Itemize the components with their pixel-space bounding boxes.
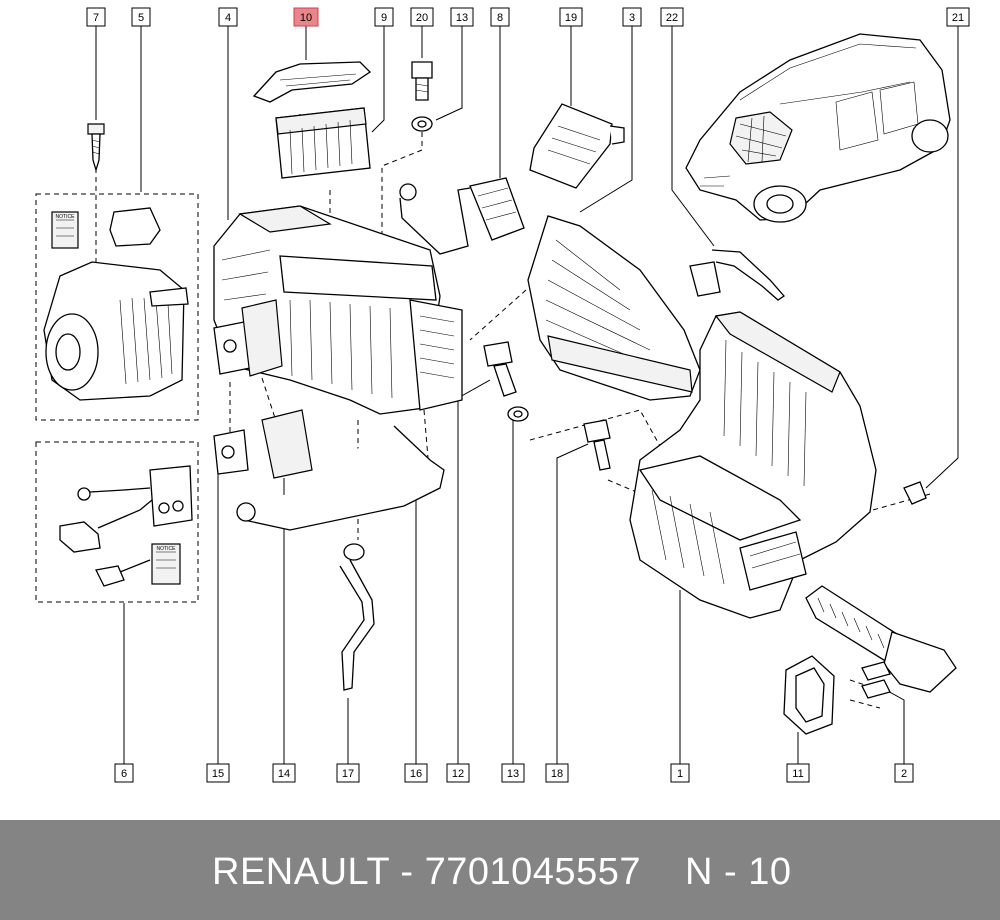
control-module-19 xyxy=(529,103,625,189)
callout-17: 17 xyxy=(336,763,360,783)
callout-13-top: 13 xyxy=(450,7,474,27)
callout-2: 2 xyxy=(894,763,914,783)
callout-labels: 7 5 4 10 9 20 13 8 19 3 22 21 6 15 14 17… xyxy=(86,7,970,783)
blower-motor-5 xyxy=(43,207,189,401)
callout-6: 6 xyxy=(114,763,134,783)
exploded-parts-diagram: 7 5 4 10 9 20 13 8 19 3 22 21 6 15 14 17… xyxy=(35,7,970,783)
bolt-20 xyxy=(411,61,433,101)
svg-text:19: 19 xyxy=(565,12,577,24)
svg-text:12: 12 xyxy=(452,768,464,780)
foam-block-14 xyxy=(241,299,313,479)
callout-7: 7 xyxy=(86,7,106,27)
cable-16 xyxy=(236,425,445,531)
connector-15 xyxy=(213,321,251,475)
callout-11: 11 xyxy=(786,763,810,783)
svg-text:20: 20 xyxy=(416,12,428,24)
svg-text:21: 21 xyxy=(952,12,964,24)
callout-4: 4 xyxy=(218,7,238,27)
callout-18: 18 xyxy=(545,763,569,783)
wiring-group-box-6 xyxy=(35,441,199,603)
svg-text:22: 22 xyxy=(666,12,678,24)
callout-1: 1 xyxy=(670,763,690,783)
svg-text:14: 14 xyxy=(278,768,290,780)
callout-10-highlighted: 10 xyxy=(293,7,319,27)
ac-housing-1 xyxy=(629,311,877,619)
brand-part-number: RENAULT - 7701045557 xyxy=(212,851,641,893)
reference-number: N - 10 xyxy=(685,851,792,893)
svg-text:NOTICE: NOTICE xyxy=(56,214,76,220)
callout-9: 9 xyxy=(374,7,394,27)
wiring-harness-6 xyxy=(59,465,193,587)
screw-7 xyxy=(87,123,105,173)
callout-16: 16 xyxy=(404,763,428,783)
connector-22 xyxy=(689,249,785,301)
car-illustration xyxy=(685,33,951,223)
svg-text:9: 9 xyxy=(381,12,387,24)
bolt-18 xyxy=(583,419,611,471)
heater-core-2 xyxy=(805,585,957,699)
air-duct-3 xyxy=(527,215,701,401)
clip-21 xyxy=(903,481,927,505)
callout-20: 20 xyxy=(410,7,434,27)
svg-text:6: 6 xyxy=(121,768,127,780)
callout-13-bottom: 13 xyxy=(501,763,525,783)
callout-14: 14 xyxy=(272,763,296,783)
svg-text:1: 1 xyxy=(677,768,683,780)
notice-booklet-top: NOTICE xyxy=(56,214,76,220)
callout-12: 12 xyxy=(446,763,470,783)
svg-text:13: 13 xyxy=(507,768,519,780)
seal-11 xyxy=(783,655,835,735)
callout-15: 15 xyxy=(206,763,230,783)
svg-text:3: 3 xyxy=(629,12,635,24)
svg-text:8: 8 xyxy=(497,12,503,24)
svg-text:NOTICE: NOTICE xyxy=(157,546,177,552)
svg-text:10: 10 xyxy=(300,12,312,24)
footer-bar: RENAULT - 7701045557 N - 10 xyxy=(0,820,1000,920)
svg-text:11: 11 xyxy=(792,768,803,780)
pollen-filter-9 xyxy=(275,107,371,179)
callout-5: 5 xyxy=(131,7,151,27)
callout-8: 8 xyxy=(490,7,510,27)
drain-hose-17 xyxy=(339,543,375,691)
svg-text:17: 17 xyxy=(342,768,354,780)
callout-3: 3 xyxy=(622,7,642,27)
callout-22: 22 xyxy=(660,7,684,27)
motor-group-box-5 xyxy=(35,193,199,421)
svg-text:2: 2 xyxy=(901,768,907,780)
svg-text:4: 4 xyxy=(225,12,231,24)
callout-19: 19 xyxy=(559,7,583,27)
callout-21: 21 xyxy=(946,7,970,27)
svg-text:13: 13 xyxy=(456,12,468,24)
svg-text:18: 18 xyxy=(551,768,563,780)
seal-10 xyxy=(252,61,372,103)
bolt-12 xyxy=(483,341,517,397)
svg-text:5: 5 xyxy=(138,12,144,24)
svg-text:7: 7 xyxy=(93,12,99,24)
svg-text:16: 16 xyxy=(410,768,422,780)
svg-text:15: 15 xyxy=(212,768,224,780)
sensor-8 xyxy=(399,177,525,255)
notice-booklet-bottom: NOTICE xyxy=(157,546,177,552)
